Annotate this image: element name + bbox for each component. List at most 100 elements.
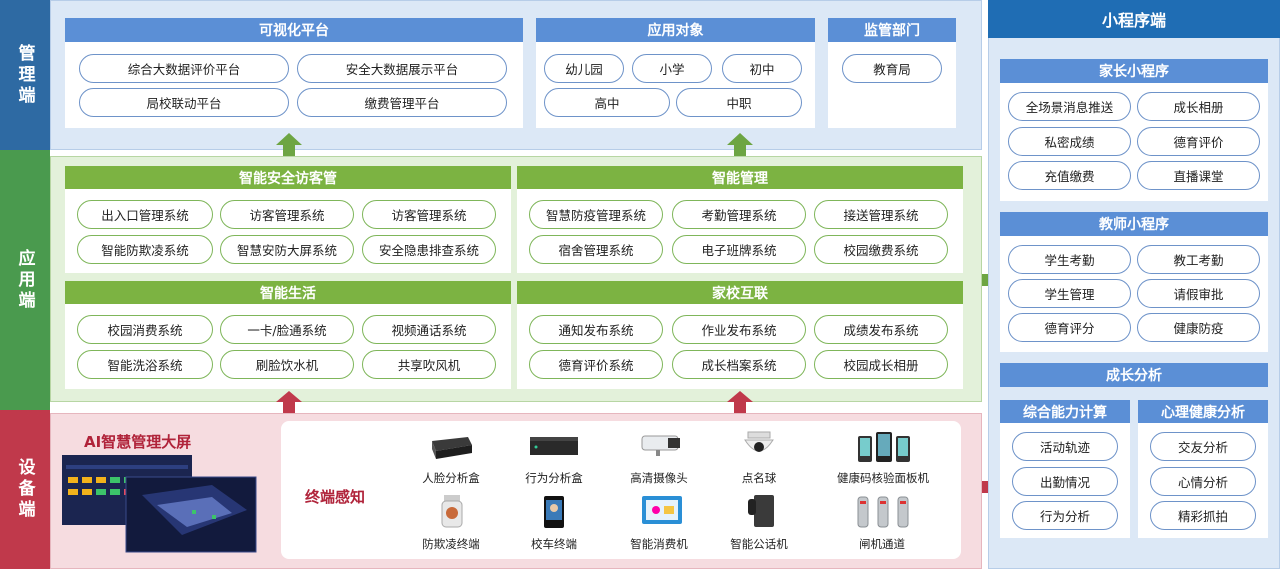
safety-item[interactable]: 访客管理系统: [220, 200, 354, 229]
device-label: 校车终端: [531, 537, 577, 551]
psych-title: 心理健康分析: [1138, 400, 1268, 423]
safety-item[interactable]: 出入口管理系统: [77, 200, 213, 229]
visual-item[interactable]: 安全大数据展示平台: [297, 54, 507, 83]
target-panel: 应用对象 幼儿园 小学 初中 高中 中职: [536, 18, 815, 128]
visual-item[interactable]: 局校联动平台: [79, 88, 289, 117]
smartmgmt-item[interactable]: 宿舍管理系统: [529, 235, 663, 264]
life-title: 智能生活: [65, 281, 511, 304]
dept-panel: 监管部门 教育局: [828, 18, 956, 128]
visual-item[interactable]: 综合大数据评价平台: [79, 54, 289, 83]
device-label: 健康码核验面板机: [837, 471, 929, 485]
smart-phone-booth-icon: [748, 495, 774, 527]
smartmgmt-item[interactable]: 智慧防疫管理系统: [529, 200, 663, 229]
face-analysis-box-icon: [432, 437, 472, 459]
life-item[interactable]: 智能洗浴系统: [77, 350, 213, 379]
smartmgmt-title: 智能管理: [517, 166, 963, 189]
up-arrow-icon: [727, 391, 753, 413]
device-label: 行为分析盒: [525, 471, 583, 485]
ability-item[interactable]: 行为分析: [1012, 501, 1118, 530]
parent-item[interactable]: 全场景消息推送: [1008, 92, 1131, 121]
parent-item[interactable]: 充值缴费: [1008, 161, 1131, 190]
parent-item[interactable]: 德育评价: [1137, 127, 1260, 156]
safety-item[interactable]: 安全隐患排查系统: [362, 235, 496, 264]
parent-panel: 家长小程序 全场景消息推送 成长相册 私密成绩 德育评价 充值缴费 直播课堂: [1000, 59, 1268, 201]
life-item[interactable]: 一卡/脸通系统: [220, 315, 354, 344]
anti-bully-terminal-icon: [441, 495, 463, 528]
teacher-item[interactable]: 教工考勤: [1137, 245, 1260, 274]
psych-item[interactable]: 精彩抓拍: [1150, 501, 1256, 530]
health-code-panel-icon: [858, 432, 910, 462]
psych-panel: 心理健康分析 交友分析 心情分析 精彩抓拍: [1138, 400, 1268, 538]
target-title: 应用对象: [536, 18, 815, 42]
device-label: 点名球: [741, 471, 777, 485]
homeschool-item[interactable]: 作业发布系统: [672, 315, 806, 344]
safety-title: 智能安全访客管: [65, 166, 511, 189]
teacher-item[interactable]: 德育评分: [1008, 313, 1131, 342]
psych-item[interactable]: 交友分析: [1150, 432, 1256, 461]
dept-item[interactable]: 教育局: [842, 54, 942, 83]
smartmgmt-item[interactable]: 接送管理系统: [814, 200, 948, 229]
visual-platform-panel: 可视化平台 综合大数据评价平台 安全大数据展示平台 局校联动平台 缴费管理平台: [65, 18, 523, 128]
ability-title: 综合能力计算: [1000, 400, 1130, 423]
homeschool-item[interactable]: 德育评价系统: [529, 350, 663, 379]
device-label: 防欺凌终端: [422, 537, 480, 551]
visual-item[interactable]: 缴费管理平台: [297, 88, 507, 117]
up-arrow-icon: [276, 391, 302, 413]
dome-camera-icon: [744, 431, 774, 452]
life-item[interactable]: 校园消费系统: [77, 315, 213, 344]
teacher-item[interactable]: 学生考勤: [1008, 245, 1131, 274]
terminal-title: 终端感知: [305, 488, 366, 506]
life-item[interactable]: 刷脸饮水机: [220, 350, 354, 379]
smartmgmt-item[interactable]: 考勤管理系统: [672, 200, 806, 229]
growth-title: 成长分析: [1000, 363, 1268, 387]
dept-title: 监管部门: [828, 18, 956, 42]
safety-item[interactable]: 智能防欺凌系统: [77, 235, 213, 264]
safety-item[interactable]: 访客管理系统: [362, 200, 496, 229]
life-item[interactable]: 视频通话系统: [362, 315, 496, 344]
smartmgmt-item[interactable]: 校园缴费系统: [814, 235, 948, 264]
up-arrow-icon: [727, 133, 753, 157]
parent-item[interactable]: 成长相册: [1137, 92, 1260, 121]
safety-panel: 智能安全访客管 出入口管理系统 访客管理系统 访客管理系统 智能防欺凌系统 智慧…: [65, 166, 511, 273]
teacher-title: 教师小程序: [1000, 212, 1268, 236]
ai-screen-title: AI智慧管理大屏: [84, 433, 192, 451]
life-panel: 智能生活 校园消费系统 一卡/脸通系统 视频通话系统 智能洗浴系统 刷脸饮水机 …: [65, 281, 511, 389]
dashboard-screen-image: [62, 455, 257, 553]
smartmgmt-item[interactable]: 电子班牌系统: [672, 235, 806, 264]
device-label: 高清摄像头: [630, 471, 688, 485]
homeschool-item[interactable]: 通知发布系统: [529, 315, 663, 344]
homeschool-item[interactable]: 成长档案系统: [672, 350, 806, 379]
device-label: 人脸分析盒: [422, 471, 480, 485]
device-label: 闸机通道: [859, 537, 905, 551]
homeschool-item[interactable]: 成绩发布系统: [814, 315, 948, 344]
ability-panel: 综合能力计算 活动轨迹 出勤情况 行为分析: [1000, 400, 1130, 538]
smartmgmt-panel: 智能管理 智慧防疫管理系统 考勤管理系统 接送管理系统 宿舍管理系统 电子班牌系…: [517, 166, 963, 273]
target-item[interactable]: 小学: [632, 54, 712, 83]
target-item[interactable]: 中职: [676, 88, 802, 117]
ability-item[interactable]: 出勤情况: [1012, 467, 1118, 496]
parent-item[interactable]: 直播课堂: [1137, 161, 1260, 190]
psych-item[interactable]: 心情分析: [1150, 467, 1256, 496]
teacher-item[interactable]: 请假审批: [1137, 279, 1260, 308]
safety-item[interactable]: 智慧安防大屏系统: [220, 235, 354, 264]
smart-pos-icon: [642, 496, 682, 524]
device-label: 智能消费机: [630, 537, 688, 551]
teacher-item[interactable]: 学生管理: [1008, 279, 1131, 308]
homeschool-title: 家校互联: [517, 281, 963, 304]
homeschool-item[interactable]: 校园成长相册: [814, 350, 948, 379]
target-item[interactable]: 幼儿园: [544, 54, 624, 83]
life-item[interactable]: 共享吹风机: [362, 350, 496, 379]
side-label-app: 应用端: [0, 150, 50, 410]
visual-platform-title: 可视化平台: [65, 18, 523, 42]
target-item[interactable]: 初中: [722, 54, 802, 83]
device-label: 智能公话机: [730, 537, 788, 551]
up-arrow-icon: [276, 133, 302, 157]
teacher-item[interactable]: 健康防疫: [1137, 313, 1260, 342]
school-bus-terminal-icon: [544, 496, 564, 528]
parent-item[interactable]: 私密成绩: [1008, 127, 1131, 156]
hd-camera-icon: [641, 435, 680, 456]
behavior-analysis-box-icon: [530, 437, 578, 455]
target-item[interactable]: 高中: [544, 88, 670, 117]
ability-item[interactable]: 活动轨迹: [1012, 432, 1118, 461]
terminal-panel: [281, 421, 961, 559]
